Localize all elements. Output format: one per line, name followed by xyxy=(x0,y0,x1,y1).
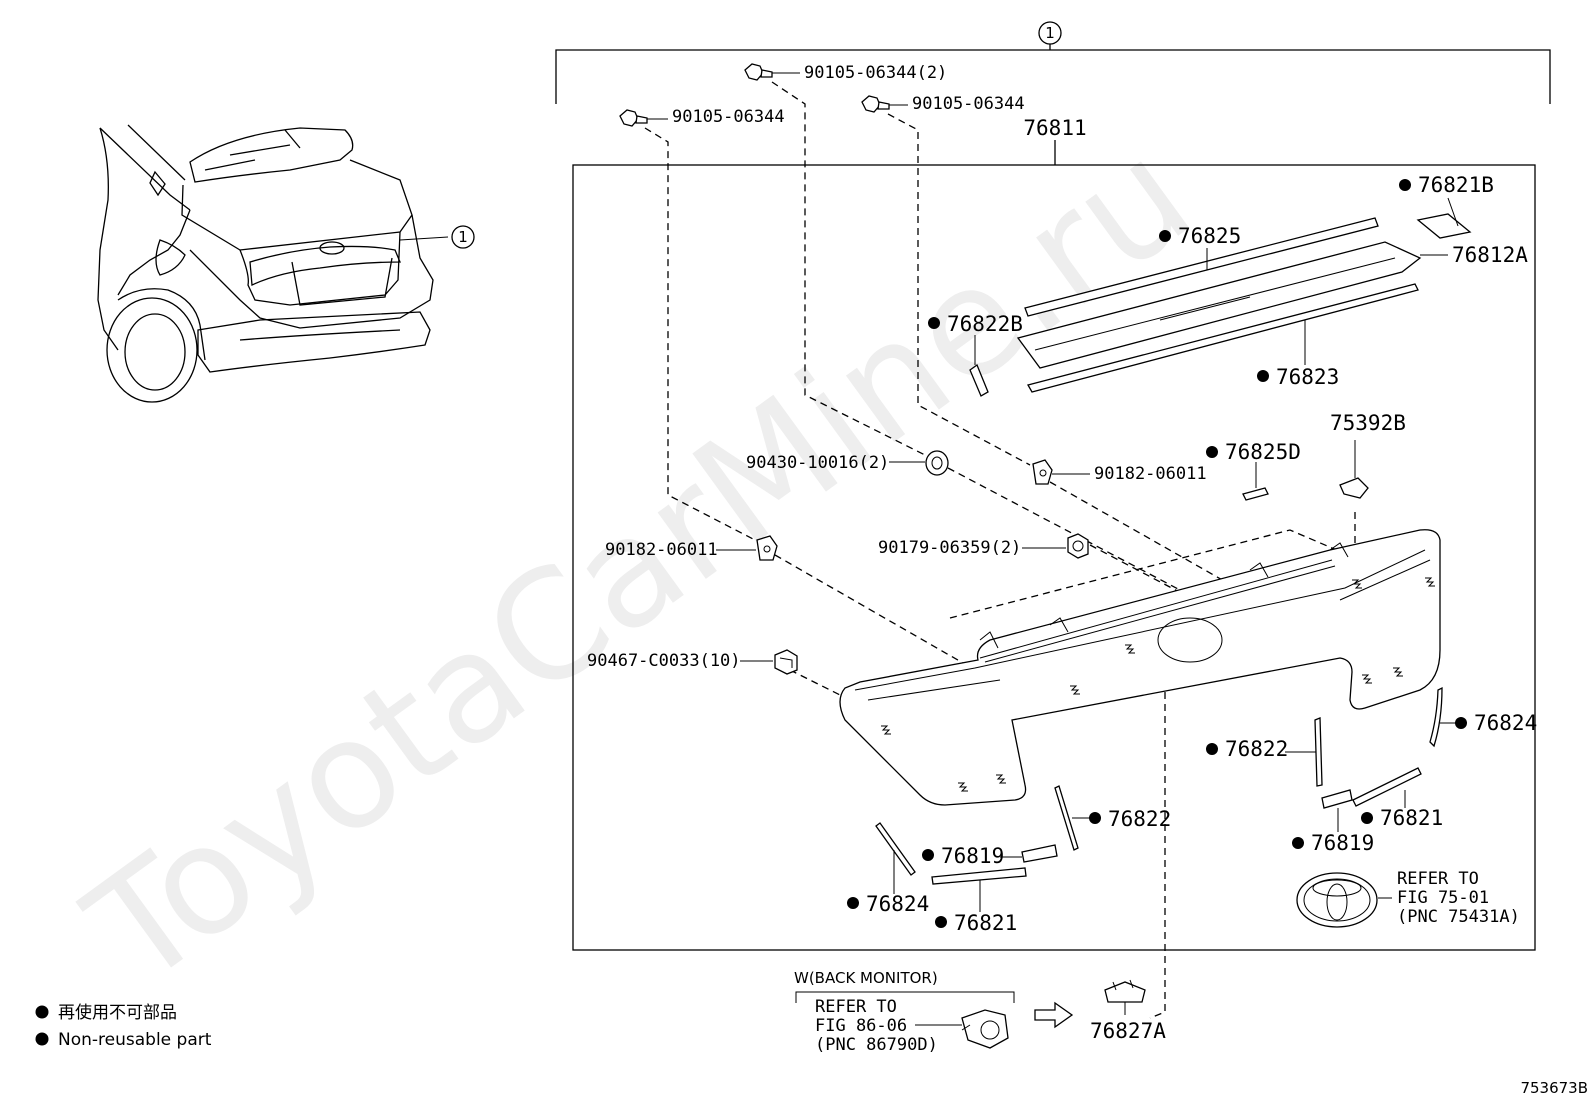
part-label: 76819 xyxy=(1311,831,1374,855)
clip-90182-06011-left[interactable]: 90182-06011 xyxy=(605,535,778,561)
back-door-garnish[interactable] xyxy=(839,529,1441,806)
back-monitor-section: W(BACK MONITOR) REFER TO FIG 86-06 (PNC … xyxy=(794,969,1015,1055)
part-label: 76821 xyxy=(1380,806,1443,830)
garnish-76812A[interactable]: 76812A xyxy=(1016,241,1528,369)
refer-line: FIG 75-01 xyxy=(1397,888,1489,908)
vehicle-overview-illustration: 1 xyxy=(97,124,475,403)
non-reusable-bullet-icon xyxy=(35,1005,49,1019)
refer-line: REFER TO xyxy=(1397,869,1479,889)
assembly-callout: 1 xyxy=(1045,24,1055,42)
part-label: 76824 xyxy=(1474,711,1537,735)
emblem-reference[interactable]: REFER TO FIG 75-01 (PNC 75431A) xyxy=(1296,869,1520,928)
molding-76824-left[interactable]: 76824 xyxy=(847,822,929,916)
part-label: 76822 xyxy=(1225,737,1288,761)
part-label: 76812A xyxy=(1452,243,1528,267)
fastener-label: 90467-C0033(10) xyxy=(587,651,741,671)
molding-76825[interactable]: 76825 xyxy=(1024,217,1379,317)
nut-90179-06359[interactable]: 90179-06359(2) xyxy=(878,533,1089,559)
pad-76819-left[interactable]: 76819 xyxy=(922,844,1058,868)
part-label: 76824 xyxy=(866,892,929,916)
part-76811-label: 76811 xyxy=(1023,116,1086,140)
fastener-label: 90105-06344 xyxy=(912,94,1025,114)
refer-line: (PNC 75431A) xyxy=(1397,907,1520,927)
part-label: 76822 xyxy=(1108,807,1171,831)
refer-line: FIG 86-06 xyxy=(815,1016,907,1036)
legend-item-en: Non-reusable part xyxy=(58,1030,212,1050)
refer-line: (PNC 86790D) xyxy=(815,1035,938,1055)
pad-76825D[interactable]: 76825D xyxy=(1206,440,1301,501)
bolt-90105-06344-right[interactable]: 90105-06344 xyxy=(861,94,1025,114)
bracket-76827A[interactable]: 76827A xyxy=(1090,979,1166,1043)
part-label: 76821 xyxy=(954,911,1017,935)
assembly-guide-lines xyxy=(644,81,1361,1019)
part-label: 76825D xyxy=(1225,440,1301,464)
part-label: 76821B xyxy=(1418,173,1494,197)
clip-90467-C0033[interactable]: 90467-C0033(10) xyxy=(587,649,798,675)
fastener-label: 90430-10016(2) xyxy=(746,453,889,473)
refer-line: REFER TO xyxy=(815,997,897,1017)
molding-76821-right[interactable]: 76821 xyxy=(1352,767,1443,830)
bolt-90105-06344-2[interactable]: 90105-06344(2) xyxy=(744,63,947,83)
tape-76822-left[interactable]: 76822 xyxy=(1054,785,1171,851)
part-label: 76822B xyxy=(947,312,1023,336)
non-reusable-bullet-icon xyxy=(35,1032,49,1046)
part-label: 76825 xyxy=(1178,224,1241,248)
legend-item-jp: 再使用不可部品 xyxy=(58,1002,177,1023)
fastener-label: 90182-06011 xyxy=(1094,464,1207,484)
tape-76822B[interactable]: 76822B xyxy=(928,312,1023,397)
figure-code: 753673B xyxy=(1520,1079,1588,1097)
arrow-right-icon xyxy=(1034,1001,1074,1029)
tape-76822-right[interactable]: 76822 xyxy=(1206,717,1323,787)
part-label: 75392B xyxy=(1330,411,1406,435)
fastener-label: 90179-06359(2) xyxy=(878,538,1021,558)
molding-76824-right[interactable]: 76824 xyxy=(1429,686,1537,748)
molding-76823[interactable]: 76823 xyxy=(1027,283,1419,393)
part-label: 76819 xyxy=(941,844,1004,868)
nut-90430-10016[interactable]: 90430-10016(2) xyxy=(746,450,949,476)
pad-76819-right[interactable]: 76819 xyxy=(1292,789,1374,855)
bolt-90105-06344-left[interactable]: 90105-06344 xyxy=(619,107,785,127)
fastener-label: 90182-06011 xyxy=(605,540,718,560)
part-label: 76823 xyxy=(1276,365,1339,389)
fastener-label: 90105-06344(2) xyxy=(804,63,947,83)
clip-76821B[interactable]: 76821B xyxy=(1399,173,1494,239)
molding-76821-left[interactable]: 76821 xyxy=(931,867,1027,935)
assembly-box xyxy=(572,164,1536,951)
fastener-label: 90105-06344 xyxy=(672,107,785,127)
callout-number: 1 xyxy=(458,228,468,246)
back-monitor-title: W(BACK MONITOR) xyxy=(794,969,938,987)
part-label: 76827A xyxy=(1090,1019,1166,1043)
legend: 再使用不可部品 Non-reusable part xyxy=(35,1002,212,1050)
back-camera[interactable] xyxy=(961,1009,1009,1049)
clip-75392B[interactable]: 75392B xyxy=(1330,411,1406,499)
clip-90182-06011-right[interactable]: 90182-06011 xyxy=(1032,459,1207,485)
assembly-bracket: 1 xyxy=(555,21,1551,104)
